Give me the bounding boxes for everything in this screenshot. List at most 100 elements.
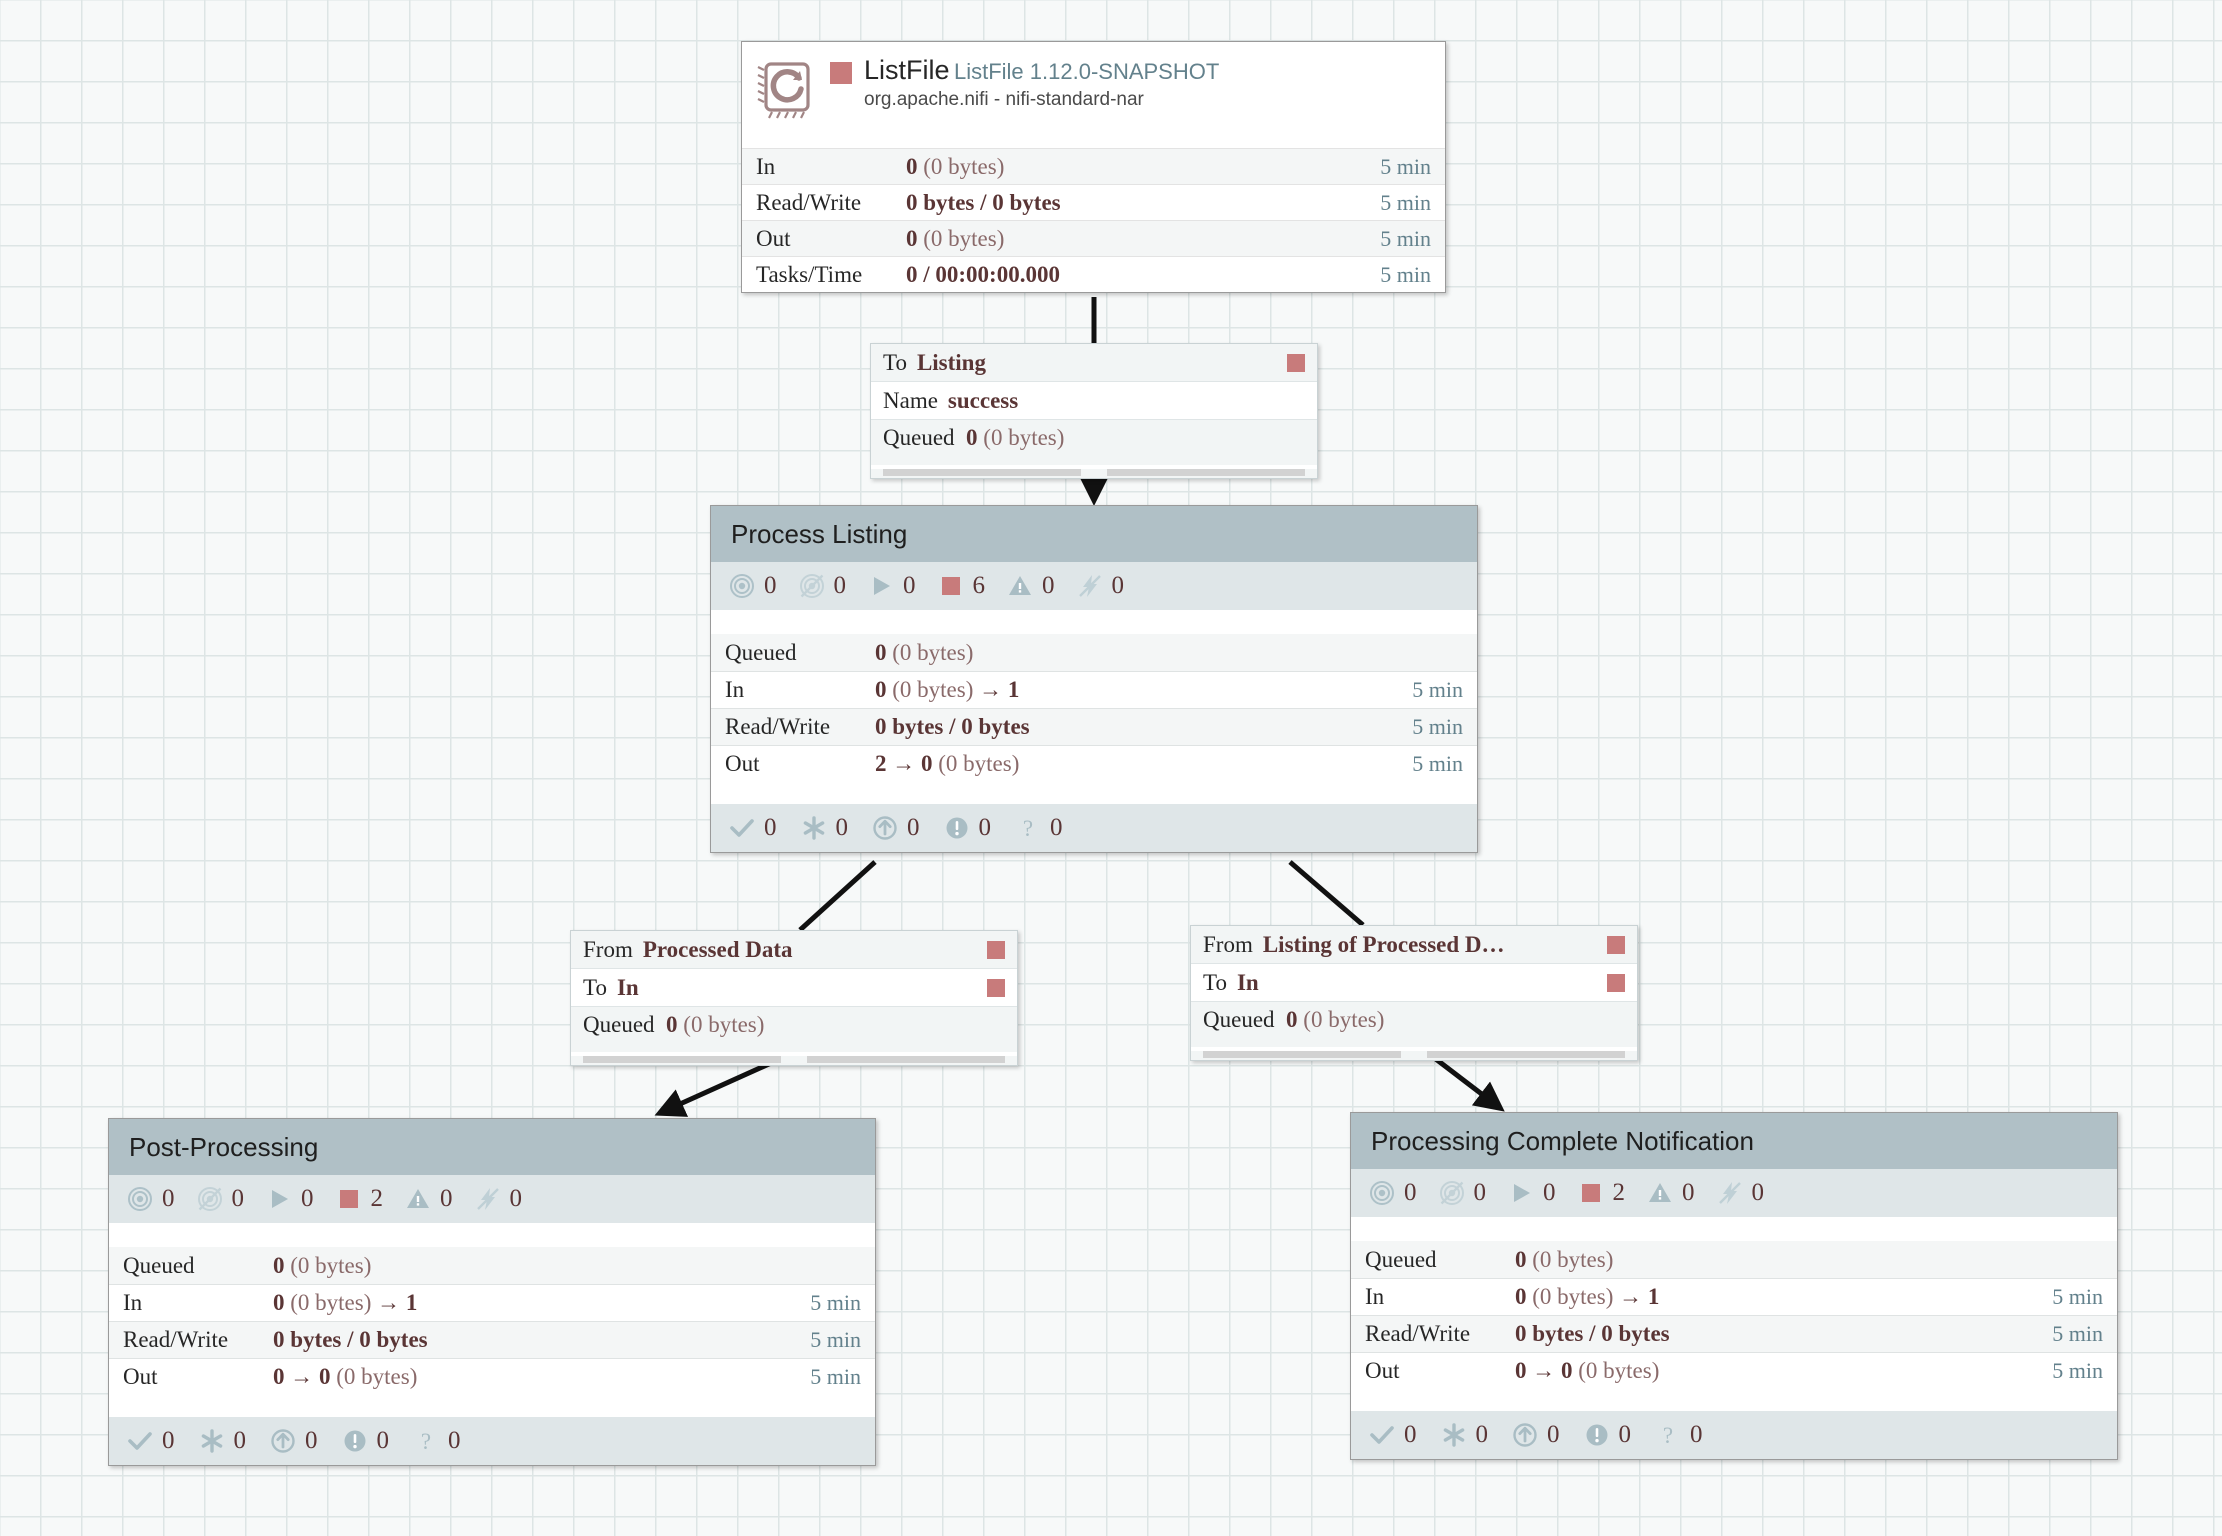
count-up-to-date[interactable]: 0 (729, 814, 777, 842)
connection-row-value: Listing of Processed D… (1262, 931, 1505, 957)
stat-value: 0 (0 bytes) (875, 639, 974, 665)
count-unknown-version[interactable]: ?0 (1655, 1421, 1703, 1449)
stale-icon (270, 1428, 296, 1454)
process-group-gap (1351, 1389, 2117, 1411)
stat-value: 0 bytes / 0 bytes (1515, 1321, 1670, 1346)
count-invalid-warning[interactable]: 0 (1647, 1179, 1695, 1207)
running-icon (266, 1186, 292, 1212)
connection-row-key: Name (883, 387, 938, 413)
count-value: 0 (764, 814, 777, 841)
count-unknown-version[interactable]: ?0 (1015, 814, 1063, 842)
count-invalid-warning[interactable]: 0 (405, 1185, 453, 1213)
count-value: 0 (1473, 1179, 1487, 1206)
count-not-transmitting[interactable]: 0 (799, 572, 846, 600)
stat-label: Queued (1365, 1246, 1437, 1272)
locally-modified-icon (199, 1428, 225, 1454)
count-running[interactable]: 0 (266, 1185, 314, 1213)
disabled-icon (475, 1186, 501, 1212)
connection-row-key: To (883, 349, 907, 375)
count-running[interactable]: 0 (1508, 1179, 1556, 1207)
count-disabled[interactable]: 0 (1077, 572, 1124, 600)
count-up-to-date[interactable]: 0 (1369, 1421, 1417, 1449)
stopped-square-icon (1607, 973, 1625, 992)
count-locally-modified[interactable]: 0 (199, 1427, 246, 1455)
stat-value: 2 → 0 (0 bytes) (875, 751, 1020, 776)
count-transmitting[interactable]: 0 (729, 572, 777, 600)
queue-count-bar (583, 1056, 782, 1063)
count-value: 0 (231, 1185, 245, 1212)
count-running[interactable]: 0 (868, 572, 916, 600)
count-disabled[interactable]: 0 (1717, 1179, 1765, 1207)
count-not-transmitting[interactable]: 0 (197, 1185, 245, 1213)
count-sync-failure[interactable]: 0 (1584, 1421, 1631, 1449)
count-stopped[interactable]: 2 (336, 1185, 384, 1213)
process-group-stat-row: Queued 0 (0 bytes) (1351, 1241, 2117, 1278)
stat-label: In (1365, 1284, 1385, 1309)
count-sync-failure[interactable]: 0 (944, 814, 991, 842)
count-stopped[interactable]: 2 (1578, 1179, 1625, 1207)
count-transmitting[interactable]: 0 (1369, 1179, 1417, 1207)
wire-pg-to-right-label (1288, 860, 1365, 927)
invalid-warning-icon (1647, 1180, 1673, 1206)
count-stale[interactable]: 0 (270, 1427, 318, 1455)
count-value: 0 (1404, 1421, 1417, 1448)
count-value: 0 (907, 814, 920, 841)
stat-value: 0 (0 bytes) (1515, 1246, 1614, 1272)
processor-type: ListFile 1.12.0-SNAPSHOT (953, 59, 1220, 84)
count-stale[interactable]: 0 (1512, 1421, 1560, 1449)
connection-row-key: From (583, 936, 633, 962)
count-up-to-date[interactable]: 0 (127, 1427, 175, 1455)
count-transmitting[interactable]: 0 (127, 1185, 175, 1213)
count-invalid-warning[interactable]: 0 (1007, 572, 1055, 600)
locally-modified-icon (801, 815, 827, 841)
count-value: 0 (448, 1427, 461, 1454)
not-transmitting-icon (1439, 1180, 1465, 1206)
count-value: 2 (370, 1185, 384, 1212)
not-transmitting-icon (799, 573, 825, 599)
count-locally-modified[interactable]: 0 (1441, 1421, 1488, 1449)
stopped-icon (938, 573, 964, 599)
count-stale[interactable]: 0 (872, 814, 920, 842)
count-not-transmitting[interactable]: 0 (1439, 1179, 1487, 1207)
count-value: 0 (305, 1427, 318, 1454)
processor-listfile[interactable]: ListFile ListFile 1.12.0-SNAPSHOT org.ap… (741, 41, 1446, 293)
process-group-gap (711, 782, 1477, 804)
sync-failure-icon (1584, 1422, 1610, 1448)
sync-failure-icon (342, 1428, 368, 1454)
count-value: 0 (764, 572, 777, 599)
count-locally-modified[interactable]: 0 (801, 814, 848, 842)
process-group-spacer (711, 610, 1477, 634)
stat-time: 5 min (2052, 1358, 2103, 1383)
count-sync-failure[interactable]: 0 (342, 1427, 389, 1455)
count-disabled[interactable]: 0 (475, 1185, 522, 1213)
stat-label: Out (725, 751, 760, 776)
process-group-title: Process Listing (711, 506, 1477, 562)
queue-size-bar (1106, 469, 1305, 476)
count-value: 0 (1751, 1179, 1765, 1206)
count-stopped[interactable]: 6 (938, 572, 985, 600)
stat-value: 0 (0 bytes) → 1 (1515, 1284, 1660, 1309)
disabled-icon (1077, 573, 1103, 599)
connection-queued: Queued 0 (0 bytes) (1191, 1002, 1637, 1047)
count-unknown-version[interactable]: ?0 (413, 1427, 461, 1455)
connection-queue-bars (1191, 1051, 1637, 1060)
locally-modified-icon (1441, 1422, 1467, 1448)
